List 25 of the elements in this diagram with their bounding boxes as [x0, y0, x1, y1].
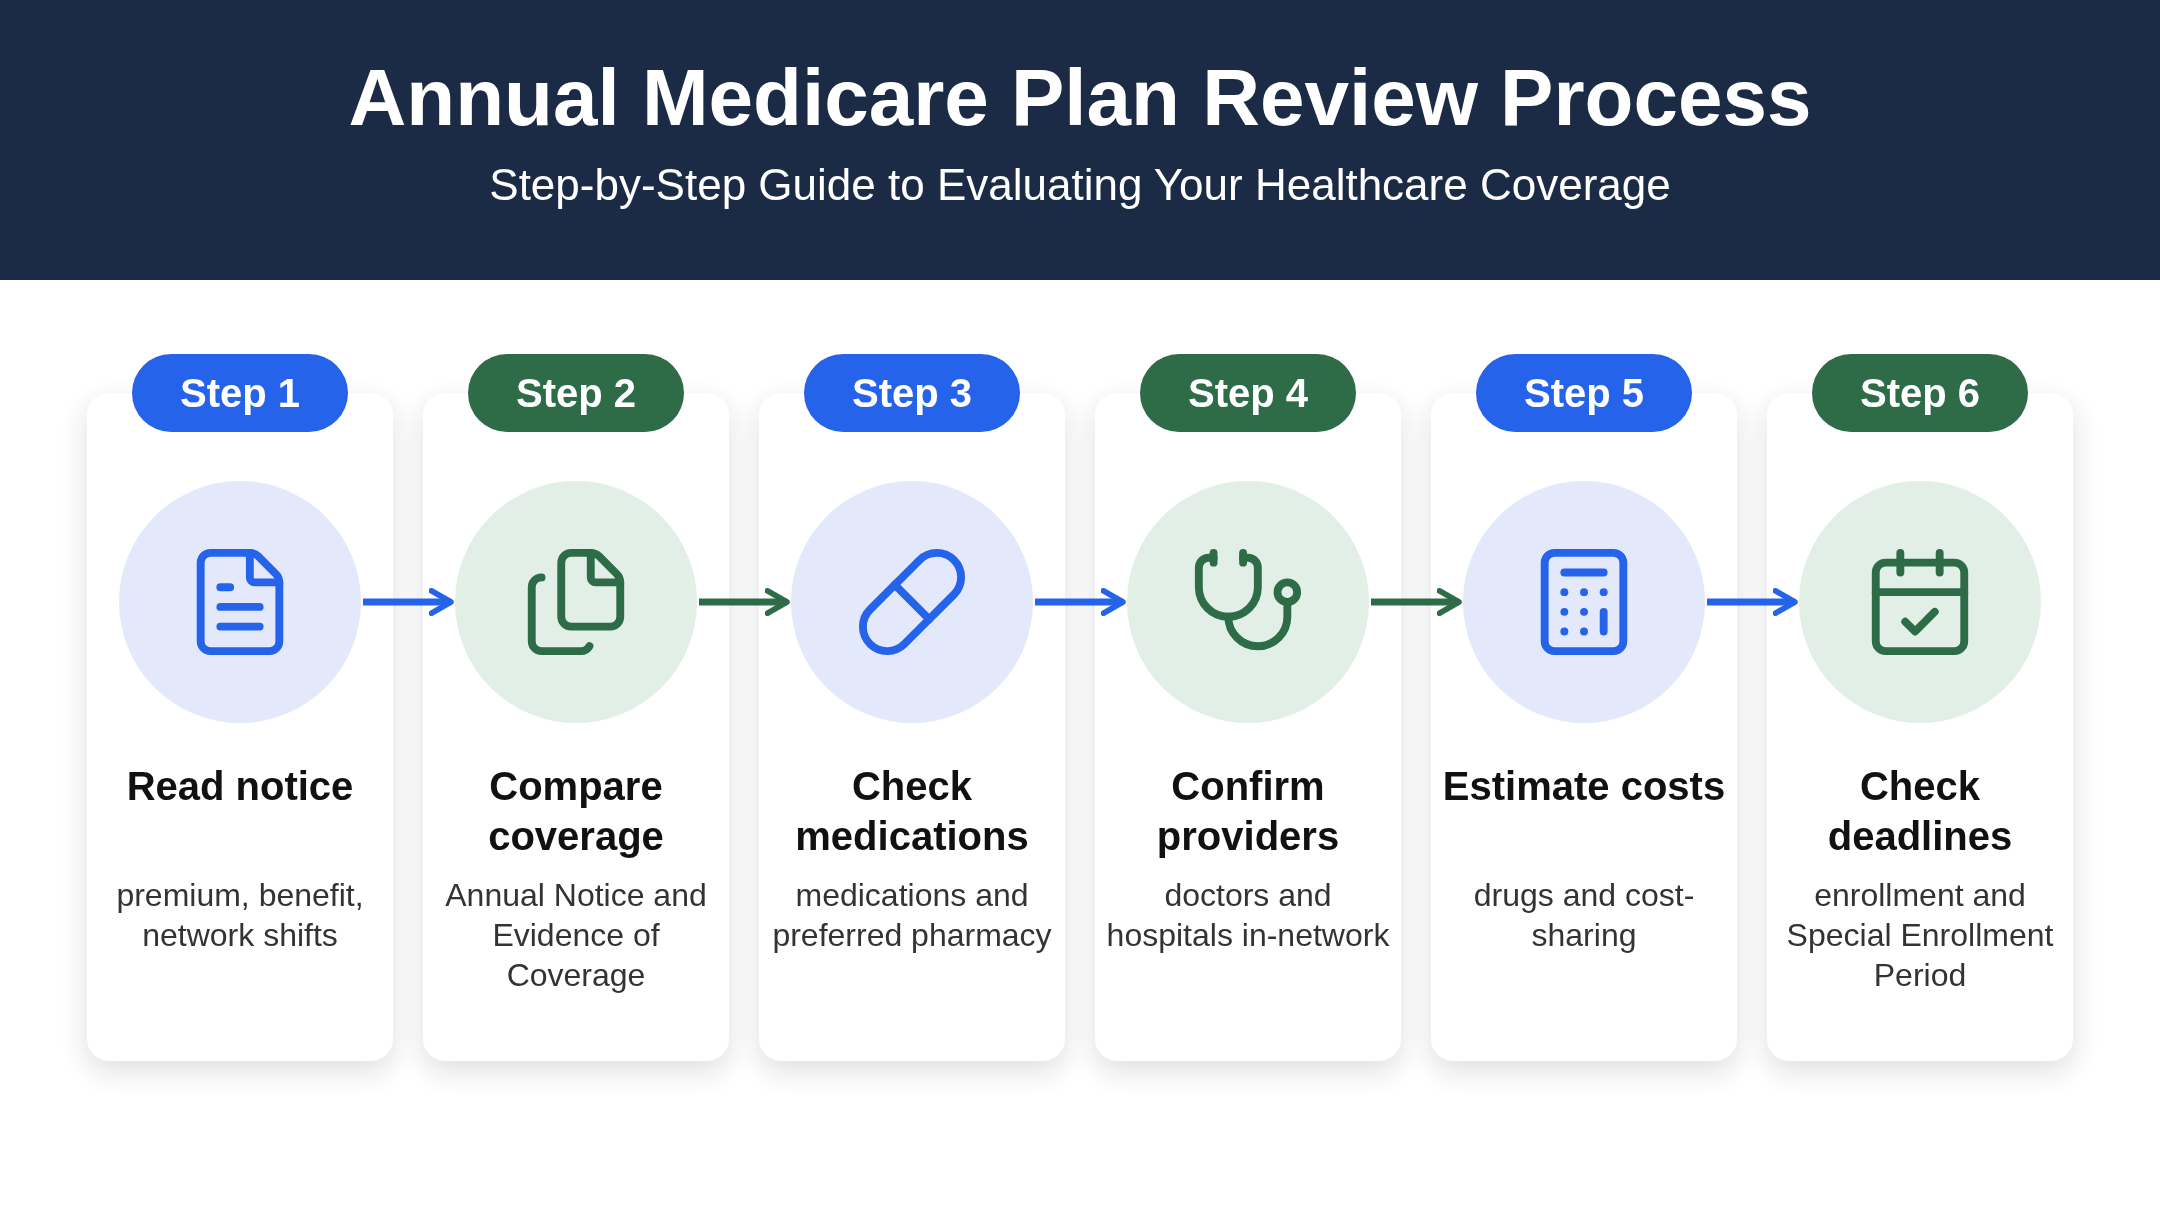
- step-badge: Step 6: [1812, 354, 2028, 432]
- step-description: Annual Notice and Evidence of Coverage: [444, 876, 708, 995]
- arrow: [1707, 588, 1798, 616]
- step-heading: Read notice: [125, 763, 355, 810]
- step-description: enrollment and Special Enrollment Period: [1785, 876, 2055, 995]
- step-heading: Confirm providers: [1155, 763, 1341, 860]
- step-badge: Step 4: [1140, 354, 1356, 432]
- step-badge: Step 3: [804, 354, 1020, 432]
- step-heading: Estimate costs: [1441, 763, 1727, 810]
- title: Annual Medicare Plan Review Process: [347, 52, 1813, 144]
- step-badge: Step 5: [1476, 354, 1692, 432]
- step-heading: Check medications: [794, 763, 1030, 860]
- step-description: drugs and cost-sharing: [1472, 876, 1696, 955]
- step-description: premium, benefit, network shifts: [115, 876, 365, 955]
- arrow: [699, 588, 790, 616]
- step-badge: Step 2: [468, 354, 684, 432]
- step-description: medications and preferred pharmacy: [771, 876, 1053, 955]
- arrow: [1035, 588, 1126, 616]
- subtitle: Step-by-Step Guide to Evaluating Your Healthcare Coverage: [488, 160, 1672, 210]
- step-heading: Compare coverage: [487, 763, 665, 860]
- arrow: [1371, 588, 1462, 616]
- step-description: doctors and hospitals in-network: [1105, 876, 1391, 955]
- arrow: [363, 588, 454, 616]
- step-badge: Step 1: [132, 354, 348, 432]
- step-heading: Check deadlines: [1826, 763, 2014, 860]
